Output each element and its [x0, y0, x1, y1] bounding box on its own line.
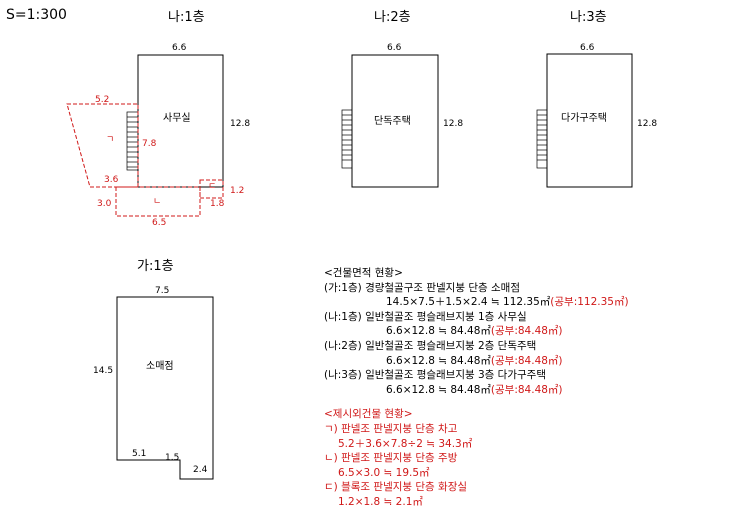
summary-entry-calc: 14.5×7.5＋1.5×2.4 ≒ 112.35㎡(공부:112.35㎡): [324, 295, 629, 310]
annex-shed-depth-label: 7.8: [142, 139, 157, 149]
ga1-outline: [116, 296, 214, 480]
area-summary: <건물면적 현황> (가:1층) 경량철골구조 판넬지붕 단층 소매점 14.5…: [324, 266, 629, 510]
na3-title: 나:3층: [570, 10, 607, 25]
summary-calc-value: 6.6×12.8 ≒ 84.48㎡: [386, 383, 491, 396]
summary-entry-label: (가:1층) 경량철골구조 판넬지붕 단층 소매점: [324, 281, 520, 294]
annex-toilet-outline: [199, 179, 224, 199]
annex-toilet-width-label: 1.2: [230, 186, 245, 196]
summary-entry-label: (나:3층) 일반철골조 평슬래브지붕 3층 다가구주택: [324, 369, 546, 382]
ga1-title: 가:1층: [137, 259, 174, 274]
na1-height-label: 12.8: [230, 119, 251, 129]
annex-toilet-mark: ㄷ: [208, 182, 217, 192]
extra-entry-label: ㄴ) 판넬조 판넬지붕 단층 주방: [324, 452, 458, 465]
summary-heading: <건물면적 현황>: [324, 267, 403, 279]
ga1-width-label: 7.5: [155, 286, 170, 296]
annex-toilet-depth-label: 1.8: [210, 199, 225, 209]
scale-label: S=1:300: [6, 7, 67, 23]
annex-kitchen-mark: ㄴ: [153, 197, 162, 207]
na1-width-label: 6.6: [172, 43, 187, 53]
summary-calc-value: 6.6×12.8 ≒ 84.48㎡: [386, 354, 491, 367]
summary-public-area: (공부:112.35㎡): [550, 296, 629, 309]
na1-title: 나:1층: [168, 10, 205, 25]
annex-kitchen-depth-label: 3.0: [97, 199, 112, 209]
na1-room-label: 사무실: [163, 113, 191, 124]
summary-entry-calc: 6.6×12.8 ≒ 84.48㎡(공부:84.48㎡): [324, 354, 629, 369]
na3-width-label: 6.6: [580, 43, 595, 53]
summary-public-area: (공부:84.48㎡): [490, 354, 563, 367]
annex-kitchen-width-label: 6.5: [152, 218, 167, 228]
na1-stair: [126, 111, 139, 171]
ga1-notch-width-label: 2.4: [193, 465, 208, 475]
summary-calc-value: 14.5×7.5＋1.5×2.4 ≒ 112.35㎡: [386, 296, 551, 309]
na2-title: 나:2층: [374, 10, 411, 25]
summary-public-area: (공부:84.48㎡): [490, 383, 563, 396]
extra-entry-calc: 6.5×3.0 ≒ 19.5㎡: [338, 466, 430, 479]
summary-public-area: (공부:84.48㎡): [490, 325, 563, 338]
na2-width-label: 6.6: [387, 43, 402, 53]
annex-shed-top-label: 5.2: [95, 95, 110, 105]
extra-entry-label: ㄱ) 판넬조 판넬지붕 단층 차고: [324, 422, 458, 435]
summary-calc-value: 6.6×12.8 ≒ 84.48㎡: [386, 325, 491, 338]
summary-entry-calc: 6.6×12.8 ≒ 84.48㎡(공부:84.48㎡): [324, 383, 629, 398]
na2-room-label: 단독주택: [374, 116, 411, 127]
na3-stair: [536, 109, 548, 169]
extra-entry-calc: 1.2×1.8 ≒ 2.1㎡: [338, 495, 423, 508]
ga1-bottom-left-label: 5.1: [132, 449, 147, 459]
na2-stair: [341, 109, 353, 169]
ga1-height-label: 14.5: [93, 366, 114, 376]
ga1-notch-label: 1.5: [165, 453, 180, 463]
summary-entry-label: (나:1층) 일반철골조 평슬래브지붕 1층 사무실: [324, 310, 527, 323]
annex-shed-mark: ㄱ: [106, 135, 115, 145]
extra-entry-calc: 5.2＋3.6×7.8÷2 ≒ 34.3㎡: [338, 437, 473, 450]
ga1-room-label: 소매점: [146, 361, 174, 372]
extra-entry-label: ㄷ) 블록조 판넬지붕 단층 화장실: [324, 481, 468, 494]
annex-shed-bottom-label: 3.6: [104, 175, 119, 185]
na2-height-label: 12.8: [443, 119, 464, 129]
summary-entry-label: (나:2층) 일반철골조 평슬래브지붕 2층 단독주택: [324, 339, 537, 352]
annex-kitchen-outline: [115, 186, 201, 217]
na3-room-label: 다가구주택: [561, 113, 607, 124]
na3-height-label: 12.8: [637, 119, 658, 129]
summary-entry-calc: 6.6×12.8 ≒ 84.48㎡(공부:84.48㎡): [324, 324, 629, 339]
extra-heading: <제시외건물 현황>: [324, 408, 413, 421]
